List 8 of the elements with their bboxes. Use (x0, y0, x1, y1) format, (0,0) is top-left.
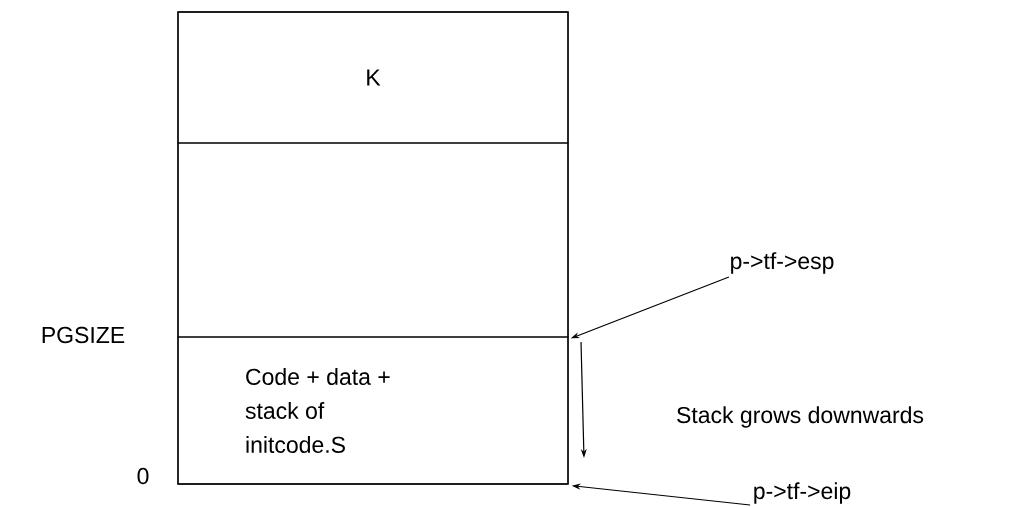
memory-region: Code + data + stack of initcode.S (177, 336, 569, 485)
boundary-label: 0 (137, 467, 149, 485)
memory-region (177, 142, 569, 338)
pointer-label: p->tf->eip (754, 482, 851, 504)
pointer-label: p->tf->esp (731, 252, 834, 274)
boundary-label: PGSIZE (42, 326, 125, 344)
direction-label: Stack grows downwards (677, 406, 924, 428)
memory-region: K (177, 11, 569, 144)
